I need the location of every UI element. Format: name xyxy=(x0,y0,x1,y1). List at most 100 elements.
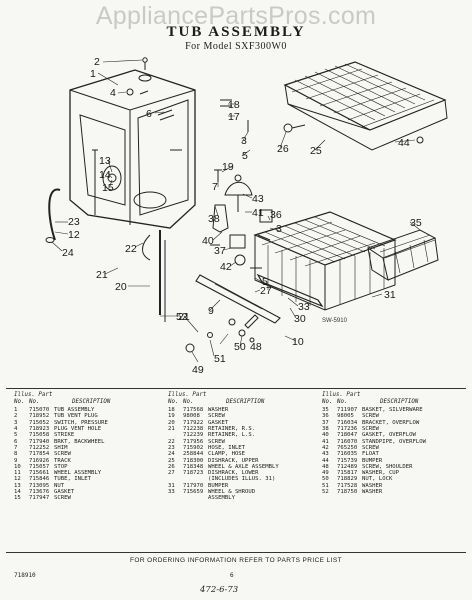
part-number: 717236 xyxy=(337,426,358,433)
lower-dishrack xyxy=(253,211,397,311)
illus-number: 5 xyxy=(14,432,18,439)
part-description: PLUG VENT HOLE xyxy=(54,426,102,433)
callout-label: 44 xyxy=(398,137,410,149)
callout-label: 42 xyxy=(220,261,232,273)
callout-label: 51 xyxy=(214,353,226,365)
callout-label: 7 xyxy=(212,181,218,193)
part-number: 98008 xyxy=(183,413,200,420)
callout-label: 30 xyxy=(294,313,306,325)
callout-label: 6 xyxy=(146,108,152,120)
callout-label: 40 xyxy=(202,235,214,247)
part-description: ASSEMBLY xyxy=(208,495,235,502)
part-description: BASKET, SILVERWARE xyxy=(362,407,423,414)
part-description: WHEEL ASSEMBLY xyxy=(54,470,102,477)
table-top-rule xyxy=(6,388,466,389)
ordering-note: FOR ORDERING INFORMATION REFER TO PARTS … xyxy=(130,557,342,564)
illus-number: 50 xyxy=(322,476,329,483)
parts-row: (INCLUDES ILLUS. 31) xyxy=(168,476,308,482)
callout-label: 3 xyxy=(241,135,247,147)
part-description: (INCLUDES ILLUS. 31) xyxy=(208,476,276,483)
callout-label: 50 xyxy=(234,341,246,353)
callout-label: 19 xyxy=(222,161,234,173)
callout-label: 43 xyxy=(252,193,264,205)
part-number: 712252 xyxy=(29,444,50,451)
part-description: GASKET xyxy=(208,419,229,426)
part-number: 715739 xyxy=(337,457,358,464)
callout-label: 13 xyxy=(99,155,111,167)
illus-number: 52 xyxy=(322,489,329,496)
part-number: 717947 xyxy=(29,495,50,502)
callout-label: 17 xyxy=(228,111,240,123)
part-description: BUMPER xyxy=(208,482,229,489)
exploded-parts-diagram: 2 1 4 6 13 14 15 23 12 24 21 22 20 21 18… xyxy=(45,56,448,376)
track-rail xyxy=(142,230,281,324)
float-assembly xyxy=(185,174,273,353)
illus-number: 3 xyxy=(14,419,18,426)
part-description: SHIM xyxy=(54,444,68,451)
leader-lines xyxy=(51,59,421,363)
table-bottom-rule xyxy=(6,552,466,553)
part-number: 713676 xyxy=(29,489,50,496)
parts-row: 712239 RETAINER, L.S. xyxy=(168,432,308,438)
part-number: 717528 xyxy=(337,482,358,489)
part-description: SWITCH, PRESSURE xyxy=(54,419,108,426)
part-number: 717922 xyxy=(183,419,204,426)
part-number: 718829 xyxy=(337,476,358,483)
part-description: WHEEL & SHROUD xyxy=(208,489,256,496)
doc-code: 718910 xyxy=(14,572,36,579)
callout-label: 4 xyxy=(110,87,116,99)
part-description: SCREW, SHOULDER xyxy=(362,463,413,470)
part-description: WASHER xyxy=(362,482,383,489)
illus-number: 18 xyxy=(168,407,175,414)
part-description: SCREW xyxy=(54,451,71,458)
part-number: 718952 xyxy=(29,413,50,420)
part-description: HOSE, INLET xyxy=(208,444,246,451)
part-number: 712239 xyxy=(183,432,204,439)
callout-label: 26 xyxy=(277,143,289,155)
part-description: BRKT, BACKWHEEL xyxy=(54,438,105,445)
part-number: 717970 xyxy=(183,482,204,489)
illus-number: 15 xyxy=(14,495,21,502)
illus-number: 41 xyxy=(322,438,329,445)
illus-number: 6 xyxy=(14,438,18,445)
illus-number: 13 xyxy=(14,482,21,489)
part-number: 715070 xyxy=(29,407,50,414)
part-description: SCREW xyxy=(208,438,225,445)
part-number: 711907 xyxy=(337,407,358,414)
illus-number: 31 xyxy=(168,482,175,489)
illus-number: 36 xyxy=(322,413,329,420)
part-number: 716035 xyxy=(337,451,358,458)
callout-label: 49 xyxy=(192,364,204,376)
callout-label: 10 xyxy=(292,336,304,348)
callout-label: 1 xyxy=(90,68,96,80)
part-number: 718348 xyxy=(183,463,204,470)
part-description: RETAINER, L.S. xyxy=(208,432,256,439)
callout-label: 21 xyxy=(178,311,190,323)
illus-number: 37 xyxy=(322,419,329,426)
illus-number: 22 xyxy=(168,438,175,445)
silverware-basket xyxy=(366,229,439,282)
part-number: 717854 xyxy=(29,451,50,458)
part-description: NUT, LOCK xyxy=(362,476,393,483)
tub-illustration xyxy=(45,57,196,243)
part-number: 258844 xyxy=(183,451,204,458)
column-header: Illus. Part No.No.DESCRIPTION xyxy=(168,392,265,405)
part-number: 718723 xyxy=(183,470,204,477)
callout-label: 14 xyxy=(99,169,111,181)
